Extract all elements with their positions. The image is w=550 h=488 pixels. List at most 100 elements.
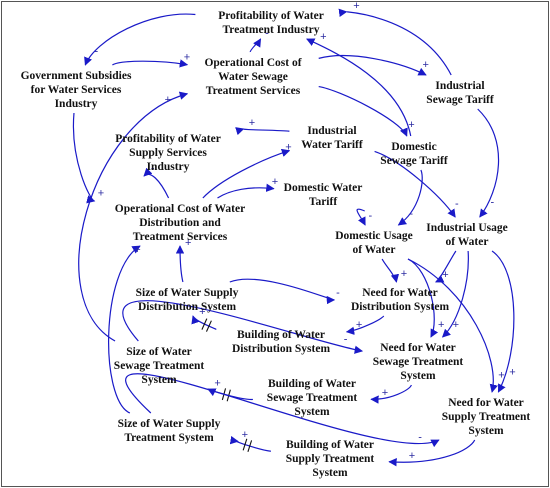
variable-label-line: Building of Water [268,378,356,390]
variable-label-line: Distribution System [138,301,236,313]
variable-label-line: Tariff [309,196,337,208]
link-profit-wt-to-gov-sub [84,13,196,66]
variable-label-line: Industrial Usage [426,222,507,234]
polarity-sign: + [98,188,104,200]
variable-label-line: Size of Water Supply [136,287,239,299]
variable-label: Domestic Usage of Water [335,230,413,256]
polarity-sign: - [265,28,269,40]
polarity-sign: - [336,287,340,299]
link-dom-usage-to-need-sew [407,258,439,338]
polarity-layer: ++--+++++-++----++++++++++++-+++-- [95,0,516,462]
polarity-sign: + [408,119,414,131]
link-layer [72,8,515,467]
link-build-dist-to-size-dist [191,315,217,330]
link-ind-usage-to-need-sew [441,250,469,338]
link-op-dist-to-ind-water-tariff [202,148,291,199]
polarity-sign: + [356,319,362,331]
link-dom-sew-tariff-to-profit-wt [306,38,412,137]
polarity-sign: + [382,387,388,399]
polarity-sign: + [423,59,429,71]
variable-label-line: Supply Services [129,147,207,159]
delay-mark [205,320,212,332]
polarity-sign: + [320,31,326,43]
variable-label-line: Building of Water [286,439,374,451]
polarity-sign: + [401,268,407,280]
polarity-sign: + [409,450,415,462]
variable-label-line: Industry [55,98,98,110]
variable-label-line: Domestic [391,141,436,153]
link-size-sup-to-need-sup [125,373,440,448]
variable-label-line: Government Subsidies [21,70,132,82]
link-ind-usage-to-need-dist [435,250,457,283]
polarity-sign: - [95,45,99,57]
link-op-sewage-to-profit-wt [249,38,262,53]
link-gov-sub-to-op-dist [72,112,96,204]
variable-label-line: Domestic Usage [335,230,413,242]
link-op-sewage-to-dom-sew-tariff [318,85,408,137]
delay-mark [242,438,248,451]
polarity-sign: + [285,142,291,154]
link-ind-water-tariff-to-ind-usage [374,150,456,218]
polarity-sign: + [185,237,191,249]
polarity-sign: + [165,94,171,106]
delay-mark [201,318,208,330]
link-op-dist-to-dom-water-tariff [217,183,275,199]
variable-label-line: Operational Cost of [204,57,301,69]
variable-label-line: Treatment Services [206,85,301,97]
variable-label-line: System [468,425,504,437]
polarity-sign: + [134,244,140,256]
variable-label-line: Supply Treatment [442,411,531,423]
variable-label-line: Supply Treatment [286,453,375,465]
polarity-sign: - [369,210,373,222]
variable-label-line: System [294,406,330,418]
link-ind-water-tariff-to-profit-ws [235,127,290,136]
polarity-sign: + [242,429,248,441]
link-gov-sub-to-op-sewage [112,59,189,68]
variable-label-line: Domestic Water [284,182,363,194]
variable-label-line: Need for Water [380,342,456,354]
variable-dom-usage: Domestic Usage of Water [335,230,413,256]
polarity-sign: + [249,117,255,129]
polarity-sign: + [353,0,359,12]
polarity-sign: + [509,366,515,378]
variable-label-line: Water Tariff [301,139,363,151]
link-size-sew-to-need-sew [122,300,364,354]
polarity-sign: + [184,51,190,63]
variable-label-line: Operational Cost of Water [115,203,245,215]
polarity-sign: + [453,319,459,331]
link-op-dist-to-profit-ws [143,167,170,199]
variable-label-line: of Water [353,244,396,256]
link-ind-sew-tariff-to-ind-usage [477,108,500,218]
polarity-sign: - [344,334,348,346]
polarity-sign: - [418,431,422,443]
variable-label-line: Industrial [307,125,356,137]
polarity-sign: + [214,378,220,390]
variable-label-line: Size of Water [126,346,192,358]
variable-label-line: Distribution System [232,343,330,355]
